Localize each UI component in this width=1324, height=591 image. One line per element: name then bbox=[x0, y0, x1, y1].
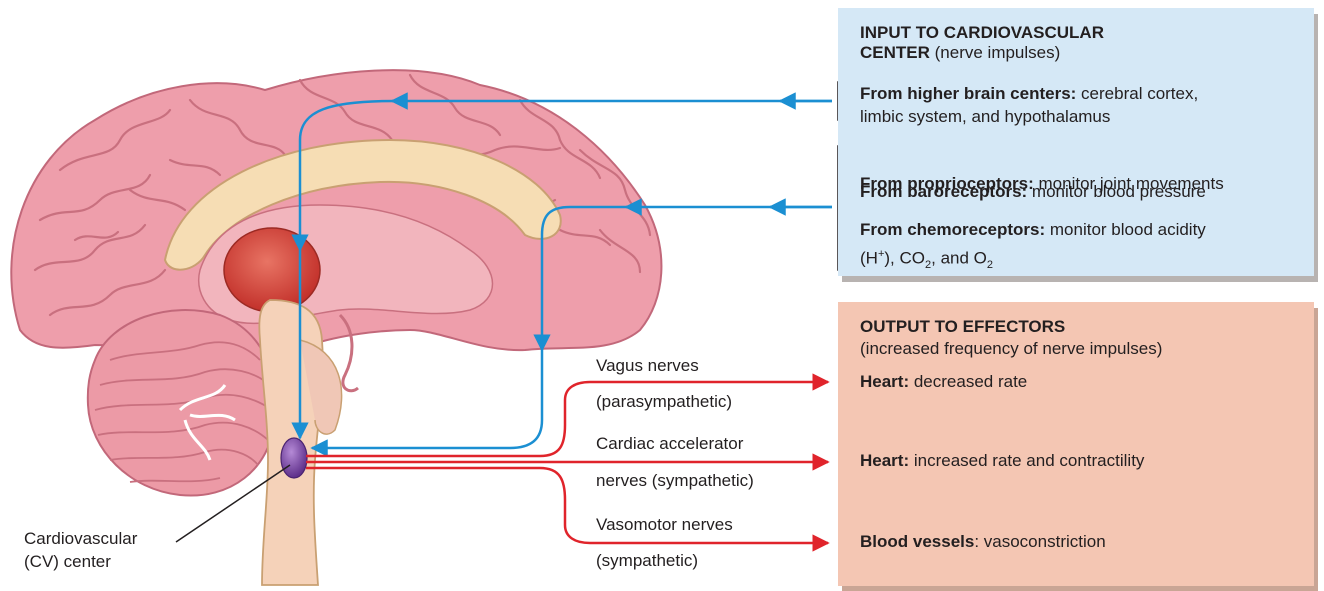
label-vasomotor-2: (sympathetic) bbox=[596, 550, 698, 572]
label-cv-center-2: (CV) center bbox=[24, 551, 111, 573]
input-higher-brain: From higher brain centers: cerebral cort… bbox=[860, 83, 1198, 105]
cerebellum bbox=[88, 310, 276, 496]
input-baroreceptors: From baroreceptors: monitor blood pressu… bbox=[860, 181, 1206, 203]
cv-center bbox=[281, 438, 307, 478]
label-vagus-1: Vagus nerves bbox=[596, 355, 699, 377]
label-cardiac-2: nerves (sympathetic) bbox=[596, 470, 754, 492]
label-vagus-2: (parasympathetic) bbox=[596, 391, 732, 413]
output-subtitle: (increased frequency of nerve impulses) bbox=[860, 338, 1162, 360]
output-heart-increased: Heart: increased rate and contractility bbox=[860, 450, 1144, 472]
output-blood-vessels: Blood vessels: vasoconstriction bbox=[860, 531, 1106, 553]
output-arrows bbox=[306, 382, 828, 543]
label-cv-center-1: Cardiovascular bbox=[24, 528, 137, 550]
input-title-line1: INPUT TO CARDIOVASCULAR bbox=[860, 22, 1104, 44]
output-arrow-vagus bbox=[306, 382, 828, 456]
label-vasomotor-1: Vasomotor nerves bbox=[596, 514, 733, 536]
input-chemoreceptors-line2: (H+), CO2, and O2 bbox=[860, 243, 993, 276]
input-chemoreceptors: From chemoreceptors: monitor blood acidi… bbox=[860, 219, 1206, 241]
output-box: OUTPUT TO EFFECTORS (increased frequency… bbox=[838, 302, 1314, 586]
output-title: OUTPUT TO EFFECTORS bbox=[860, 316, 1065, 338]
input-higher-brain-line2: limbic system, and hypothalamus bbox=[860, 106, 1110, 128]
label-cardiac-1: Cardiac accelerator bbox=[596, 433, 743, 455]
output-heart-decreased: Heart: decreased rate bbox=[860, 371, 1027, 393]
input-title-line2: CENTER (nerve impulses) bbox=[860, 42, 1060, 64]
